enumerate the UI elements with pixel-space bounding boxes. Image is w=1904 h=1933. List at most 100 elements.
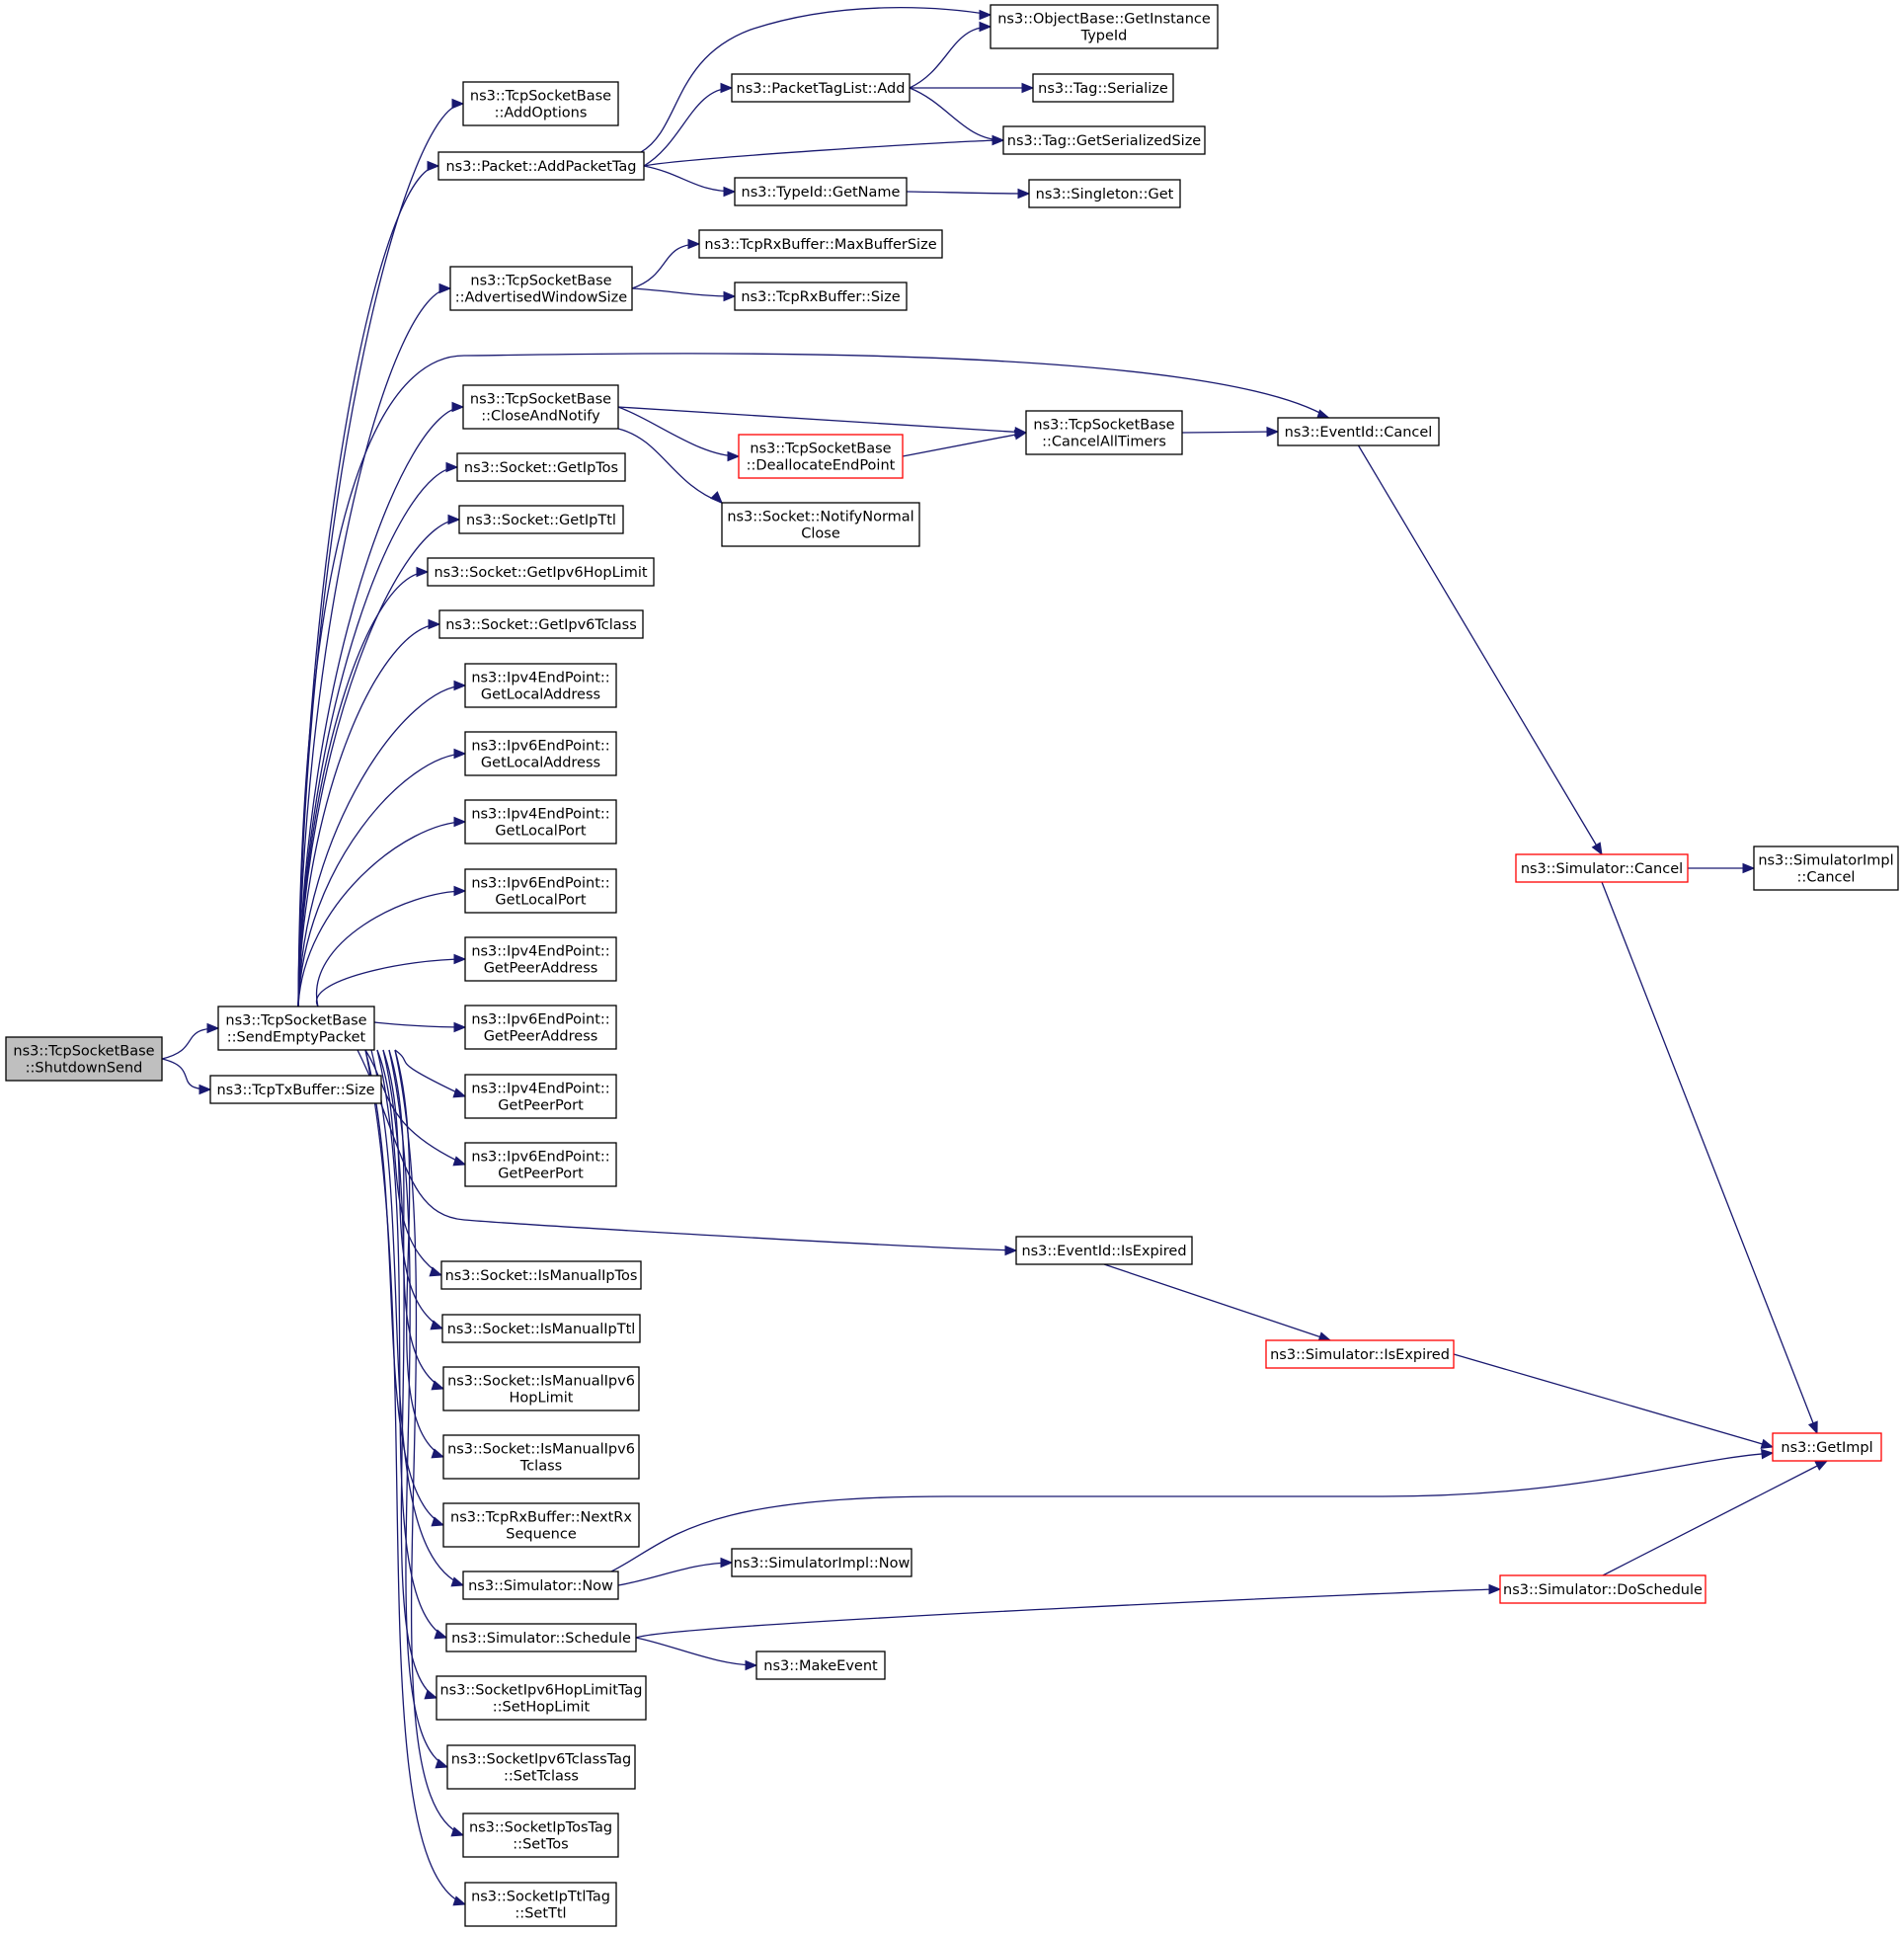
node-label: ns3::Socket::IsManualIpTtl [447, 1322, 636, 1337]
arrowhead [453, 816, 467, 828]
node-tag-getserializedsize[interactable]: ns3::Tag::GetSerializedSize [1002, 125, 1206, 155]
node-ipv4-getpeerport[interactable]: ns3::Ipv4EndPoint::GetPeerPort [464, 1074, 617, 1119]
node-settclass[interactable]: ns3::SocketIpv6TclassTag::SetTclass [446, 1744, 636, 1790]
node-setttl[interactable]: ns3::SocketIpTtlTag::SetTtl [464, 1882, 617, 1927]
edge-line [909, 87, 1004, 141]
node-maxbuffersize[interactable]: ns3::TcpRxBuffer::MaxBufferSize [698, 229, 943, 259]
node-getipv6tclass[interactable]: ns3::Socket::GetIpv6Tclass [438, 609, 644, 639]
node-box [462, 384, 619, 430]
node-getimpl[interactable]: ns3::GetImpl [1772, 1432, 1882, 1462]
edge-line [643, 87, 733, 167]
arrowhead [453, 953, 467, 965]
node-tcptxbuffer-size[interactable]: ns3::TcpTxBuffer::Size [209, 1075, 382, 1104]
edge-line [364, 1049, 466, 1166]
node-ipv4-getlocaladdress[interactable]: ns3::Ipv4EndPoint::GetLocalAddress [464, 663, 617, 708]
edge-line [297, 519, 460, 1007]
node-getipttl[interactable]: ns3::Socket::GetIpTtl [458, 505, 624, 534]
node-settos[interactable]: ns3::SocketIpTosTag::SetTos [462, 1812, 619, 1858]
node-label: GetPeerPort [498, 1098, 584, 1114]
edge-line [635, 1637, 757, 1666]
node-box [442, 1434, 640, 1480]
node-label: ns3::Ipv6EndPoint:: [471, 739, 609, 755]
node-sethoplimit[interactable]: ns3::SocketIpv6HopLimitTag::SetHopLimit [436, 1675, 647, 1721]
node-makeevent[interactable]: ns3::MakeEvent [755, 1651, 886, 1680]
node-box [1265, 1339, 1455, 1369]
arrowhead [687, 238, 701, 250]
node-box [1015, 1236, 1193, 1265]
node-label: ns3::Socket::IsManualIpv6 [447, 1374, 635, 1390]
edge-cancelalltimers-to-eventid-cancel [1181, 426, 1280, 438]
node-typeid-getname[interactable]: ns3::TypeId::GetName [734, 177, 908, 206]
node-box [436, 1675, 647, 1721]
node-ipv6-getlocalport[interactable]: ns3::Ipv6EndPoint::GetLocalPort [464, 868, 617, 914]
edge-sendemptypacket-to-settclass [388, 1049, 449, 1769]
edge-line [388, 1049, 448, 1768]
node-addoptions[interactable]: ns3::TcpSocketBase::AddOptions [462, 81, 619, 126]
node-box [721, 502, 920, 547]
arrowhead [720, 1557, 734, 1569]
node-advertisedwindowsize[interactable]: ns3::TcpSocketBase::AdvertisedWindowSize [449, 266, 633, 311]
arrowhead [1488, 1583, 1502, 1595]
node-box [462, 1571, 619, 1600]
node-simulatorimpl-cancel[interactable]: ns3::SimulatorImpl::Cancel [1753, 846, 1899, 891]
edge-line [297, 821, 466, 1007]
node-deallocateendpoint[interactable]: ns3::TcpSocketBase::DeallocateEndPoint [738, 434, 904, 479]
node-singleton-get[interactable]: ns3::Singleton::Get [1028, 179, 1181, 208]
edge-shutdownsend-to-sendemptypacket [161, 1022, 220, 1060]
node-box [1032, 73, 1174, 103]
edge-simulator-cancel-to-getimpl [1601, 881, 1818, 1435]
edge-line [297, 353, 1329, 1007]
node-sendemptypacket[interactable]: ns3::TcpSocketBase::SendEmptyPacket [217, 1006, 375, 1051]
node-simulator-isexpired[interactable]: ns3::Simulator::IsExpired [1265, 1339, 1455, 1369]
node-label: ns3::Simulator::Cancel [1521, 861, 1683, 877]
node-box [1277, 417, 1440, 446]
node-simulator-cancel[interactable]: ns3::Simulator::Cancel [1515, 853, 1689, 883]
node-eventid-cancel[interactable]: ns3::EventId::Cancel [1277, 417, 1440, 446]
node-box [731, 73, 911, 103]
node-packettaglist-add[interactable]: ns3::PacketTagList::Add [731, 73, 911, 103]
node-ipv4-getpeeraddress[interactable]: ns3::Ipv4EndPoint::GetPeerAddress [464, 936, 617, 982]
arrowhead [1760, 1438, 1775, 1449]
edge-advertisedwindowsize-to-maxbuffersize [631, 238, 701, 289]
node-label: ns3::Socket::GetIpTtl [466, 513, 616, 528]
node-simulatorimpl-now[interactable]: ns3::SimulatorImpl::Now [731, 1548, 912, 1577]
node-ipv6-getpeeraddress[interactable]: ns3::Ipv6EndPoint::GetPeerAddress [464, 1005, 617, 1050]
node-ipv4-getlocalport[interactable]: ns3::Ipv4EndPoint::GetLocalPort [464, 799, 617, 845]
node-eventid-isexpired[interactable]: ns3::EventId::IsExpired [1015, 1236, 1193, 1265]
node-ipv6-getpeerport[interactable]: ns3::Ipv6EndPoint::GetPeerPort [464, 1142, 617, 1187]
node-closeandnotify[interactable]: ns3::TcpSocketBase::CloseAndNotify [462, 384, 619, 430]
arrowhead [992, 134, 1005, 146]
node-cancelalltimers[interactable]: ns3::TcpSocketBase::CancelAllTimers [1025, 410, 1183, 455]
node-simulator-doschedule[interactable]: ns3::Simulator::DoSchedule [1499, 1574, 1706, 1604]
edge-simulator-cancel-to-simulatorimpl-cancel [1688, 862, 1756, 874]
node-box [446, 1744, 636, 1790]
edge-sendemptypacket-to-eventid-isexpired [357, 1049, 1018, 1256]
arrowhead [453, 748, 467, 760]
node-simulator-schedule[interactable]: ns3::Simulator::Schedule [445, 1623, 637, 1652]
node-label: ns3::TcpRxBuffer::NextRx [450, 1510, 632, 1526]
node-getipv6hoplimit[interactable]: ns3::Socket::GetIpv6HopLimit [427, 557, 655, 587]
node-tcprxbuffer-size[interactable]: ns3::TcpRxBuffer::Size [734, 282, 908, 311]
node-addpackettag[interactable]: ns3::Packet::AddPacketTag [437, 151, 645, 181]
edge-simulator-schedule-to-simulator-doschedule [635, 1583, 1502, 1639]
arrowhead [431, 1516, 445, 1527]
edge-sendemptypacket-to-ipv6-getlocalport [315, 885, 467, 1007]
node-box [1753, 846, 1899, 891]
arrowhead [453, 1021, 467, 1033]
node-box [755, 1651, 886, 1680]
node-shutdownsend[interactable]: ns3::TcpSocketBase::ShutdownSend [5, 1036, 163, 1082]
node-ismanualiptos[interactable]: ns3::Socket::IsManualIpTos [440, 1260, 642, 1290]
node-ipv6-getlocaladdress[interactable]: ns3::Ipv6EndPoint::GetLocalAddress [464, 731, 617, 776]
node-getiptos[interactable]: ns3::Socket::GetIpTos [456, 452, 626, 482]
edge-line [370, 1049, 464, 1586]
node-tag-serialize[interactable]: ns3::Tag::Serialize [1032, 73, 1174, 103]
edge-line [297, 165, 439, 1007]
node-simulator-now[interactable]: ns3::Simulator::Now [462, 1571, 619, 1600]
node-ismanualipttl[interactable]: ns3::Socket::IsManualIpTtl [441, 1314, 641, 1343]
node-label: ns3::SocketIpv6HopLimitTag [439, 1683, 642, 1699]
